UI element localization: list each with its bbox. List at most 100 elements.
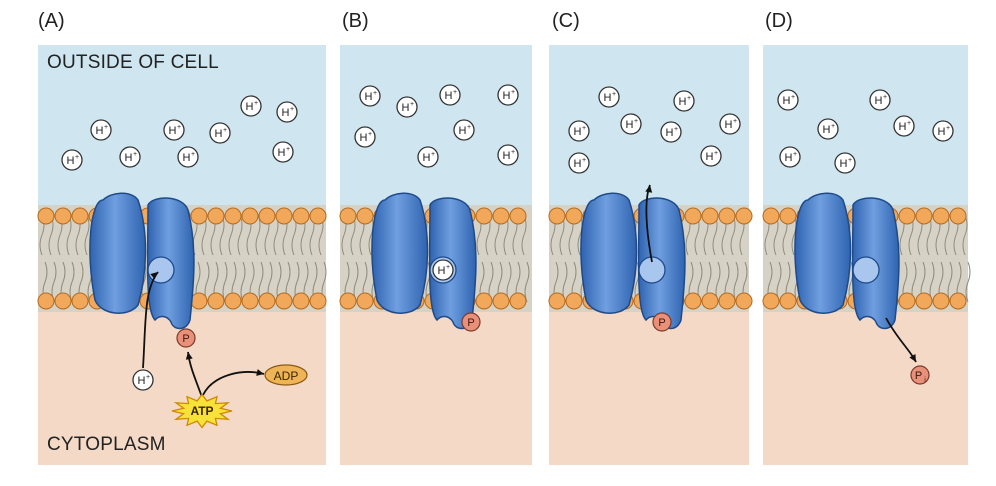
adp-ellipse (264, 364, 308, 386)
proton-circle (272, 141, 294, 163)
phosphate-label: P (182, 333, 189, 345)
proton-ion: H+ (417, 146, 439, 168)
proton-circle (673, 90, 695, 112)
proton-charge: + (446, 264, 450, 271)
lipid-head (684, 207, 702, 225)
proton-circle (276, 101, 298, 123)
proton-label: H (666, 127, 674, 139)
proton-label: H (679, 96, 687, 108)
proton-label: H (823, 124, 831, 136)
lipid-head (292, 292, 310, 310)
outside-of-cell-label: OUTSIDE OF CELL (47, 52, 219, 73)
proton-charge: + (223, 127, 227, 134)
bound-phosphate: P (176, 328, 196, 348)
proton-charge: + (431, 151, 435, 158)
proton-label: H (125, 152, 133, 164)
binding-pocket (147, 256, 175, 284)
lipid-tail (733, 261, 739, 303)
proton-circle (177, 146, 199, 168)
binding-pocket (852, 256, 880, 284)
lipid-head (548, 207, 566, 225)
proton-charge: + (511, 89, 515, 96)
proton-circle (90, 119, 112, 141)
lipid-head (932, 207, 950, 225)
proton-label: H (938, 126, 946, 138)
proton-charge: + (791, 94, 795, 101)
lipid-head (762, 292, 780, 310)
proton-circle (777, 89, 799, 111)
proton-circle (568, 120, 590, 142)
lipid-tail (255, 214, 261, 256)
lipid-head (735, 207, 753, 225)
phosphate-label: P (658, 317, 665, 329)
proton-circle (359, 85, 381, 107)
lipid-head (718, 207, 736, 225)
proton-circle (568, 152, 590, 174)
proton-label: H (438, 265, 446, 277)
proton-ion: H+ (439, 84, 461, 106)
proton-label: H (138, 375, 146, 387)
lipid-tail (947, 261, 953, 303)
proton-circle (932, 120, 954, 142)
proton-charge: + (946, 125, 950, 132)
cytoplasm-label: CYTOPLASM (47, 434, 166, 455)
phosphate-release-arrow (885, 317, 917, 363)
lipid-head (915, 207, 933, 225)
lipid-head (475, 207, 493, 225)
lipid-head (190, 207, 208, 225)
proton-label: H (503, 150, 511, 162)
proton-label: H (459, 125, 467, 137)
lipid-tail (524, 261, 530, 303)
proton-circle (620, 113, 642, 135)
lipid-head (735, 292, 753, 310)
proton-label: H (215, 128, 223, 140)
proton-ion: H+ (779, 146, 801, 168)
panel-c: H+H+H+H+H+H+H+H+P (548, 45, 753, 465)
lipid-head (207, 207, 225, 225)
panel-label-b: (B) (342, 10, 369, 32)
proton-circle (396, 96, 418, 118)
lipid-head (241, 207, 259, 225)
lipid-tail (962, 214, 968, 256)
proton-label: H (706, 151, 714, 163)
lipid-head (37, 292, 55, 310)
proton-charge: + (582, 125, 586, 132)
proton-circle (893, 115, 915, 137)
lipid-head (898, 292, 916, 310)
proton-ion: H+ (272, 141, 294, 163)
proton-circle (209, 122, 231, 144)
phosphate-circle (461, 312, 481, 332)
proton-ion: H+ (209, 122, 231, 144)
lipid-tail (577, 214, 583, 256)
lipid-head (915, 292, 933, 310)
lipid-head (898, 207, 916, 225)
proton-label: H (725, 119, 733, 131)
lipid-head (701, 292, 719, 310)
proton-charge: + (582, 157, 586, 164)
proton-ion: H+ (777, 89, 799, 111)
lipid-head (207, 292, 225, 310)
proton-ion: H+ (497, 144, 519, 166)
arrow-head (256, 369, 264, 376)
lipid-tail (84, 214, 90, 256)
proton-charge: + (177, 124, 181, 131)
proton-circle (719, 113, 741, 135)
lipid-head (292, 207, 310, 225)
lipid-tail (730, 214, 736, 256)
lipid-head (509, 292, 527, 310)
lipid-head (190, 292, 208, 310)
proton-charge: + (133, 151, 137, 158)
proton-label: H (875, 95, 883, 107)
proton-circle (700, 145, 722, 167)
proton-charge: + (511, 149, 515, 156)
lipid-head (492, 207, 510, 225)
bound-phosphate: P (652, 312, 672, 332)
proton-pump-protein (794, 192, 900, 330)
lipid-head (762, 207, 780, 225)
proton-ion: H+ (119, 146, 141, 168)
proton-charge: + (714, 150, 718, 157)
proton-ion: H+ (660, 121, 682, 143)
